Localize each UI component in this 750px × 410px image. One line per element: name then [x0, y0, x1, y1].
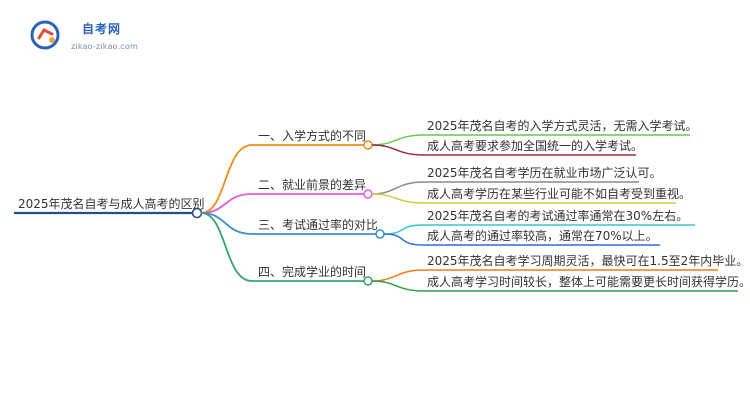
leaf-connector: [371, 280, 425, 292]
branch-label: 四、完成学业的时间: [258, 265, 367, 279]
leaf-connector: [371, 144, 425, 156]
root-label: 2025年茂名自考与成人高考的区别: [18, 197, 205, 211]
branch-connector: [200, 212, 253, 235]
leaf-connector: [371, 193, 425, 204]
leaf-label: 2025年茂名自考的入学方式灵活，无需入学考试。: [427, 119, 698, 133]
branch-connector: [200, 212, 253, 282]
leaf-label: 2025年茂名自考学历在就业市场广泛认可。: [427, 166, 662, 180]
leaf-connector: [371, 134, 425, 146]
branch-connector: [200, 144, 253, 214]
logo-title: 自考网: [82, 22, 122, 36]
logo-mark-icon: [30, 20, 60, 50]
leaf-connector: [371, 269, 425, 282]
site-logo[interactable]: 自考网 zikao-zikao.com: [30, 18, 140, 54]
leaf-connector: [383, 233, 425, 246]
leaf-label: 2025年茂名自考的考试通过率通常在30%左右。: [427, 209, 689, 223]
leaf-connector: [371, 181, 425, 195]
branch-label: 三、考试通过率的对比: [258, 218, 379, 232]
branch-label: 二、就业前景的差异: [258, 178, 367, 192]
leaf-label: 成人高考学历在某些行业可能不如自考受到重视。: [427, 187, 692, 201]
leaf-label: 成人高考的通过率较高，通常在70%以上。: [427, 229, 658, 243]
leaf-label: 成人高考要求参加全国统一的入学考试。: [427, 139, 644, 153]
branch-label: 一、入学方式的不同: [258, 129, 367, 143]
leaf-connector: [383, 224, 425, 235]
leaf-label: 2025年茂名自考学习周期灵活，最快可在1.5至2年内毕业。: [427, 254, 749, 268]
branch-connector: [200, 193, 253, 214]
leaf-label: 成人高考学习时间较长，整体上可能需要更长时间获得学历。: [427, 275, 750, 289]
logo-subtitle: zikao-zikao.com: [71, 42, 138, 51]
